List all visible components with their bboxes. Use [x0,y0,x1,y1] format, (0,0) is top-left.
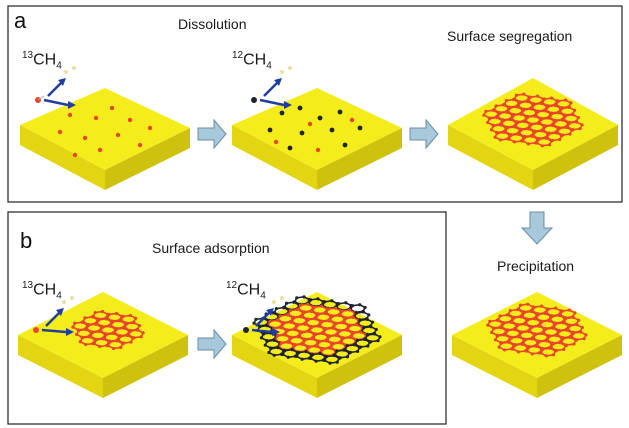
surface-segregation-title: Surface segregation [447,28,573,44]
methane-molecule-12-a [251,66,292,109]
substrate-slab-a2 [232,88,402,190]
panel-b-label: b [20,228,33,253]
methane-molecule-13-a [35,66,76,109]
precipitation-title: Precipitation [497,258,575,274]
methane-12-label-a: 12CH4 [232,50,272,72]
graphene-island-b2 [252,295,382,365]
carbon13-atoms-a1 [57,105,153,158]
panel-a-frame [7,5,623,203]
panel-a-label: a [14,8,27,33]
methane-12-label-b: 12CH4 [226,280,266,302]
substrate-slab-a1 [20,88,190,190]
dissolution-title: Dissolution [178,16,247,32]
methane-13-label-a: 13CH4 [22,50,62,72]
process-arrow-b [197,328,227,360]
graphene-island-a3 [482,92,584,148]
graphene-island-b1 [71,309,145,351]
process-arrow-a1 [197,118,227,150]
methane-13-label-b: 13CH4 [22,280,62,302]
graphene-island-a4 [486,302,588,358]
panel-b-frame [7,211,447,425]
process-arrow-down [520,211,554,245]
carbon-atoms-a2 [267,105,363,153]
surface-adsorption-title: Surface adsorption [152,240,270,256]
process-arrow-a2 [409,118,439,150]
methane-molecule-13-b [33,296,74,336]
substrate-slab-b1 [18,292,188,398]
methane-molecule-12-b [243,296,284,336]
